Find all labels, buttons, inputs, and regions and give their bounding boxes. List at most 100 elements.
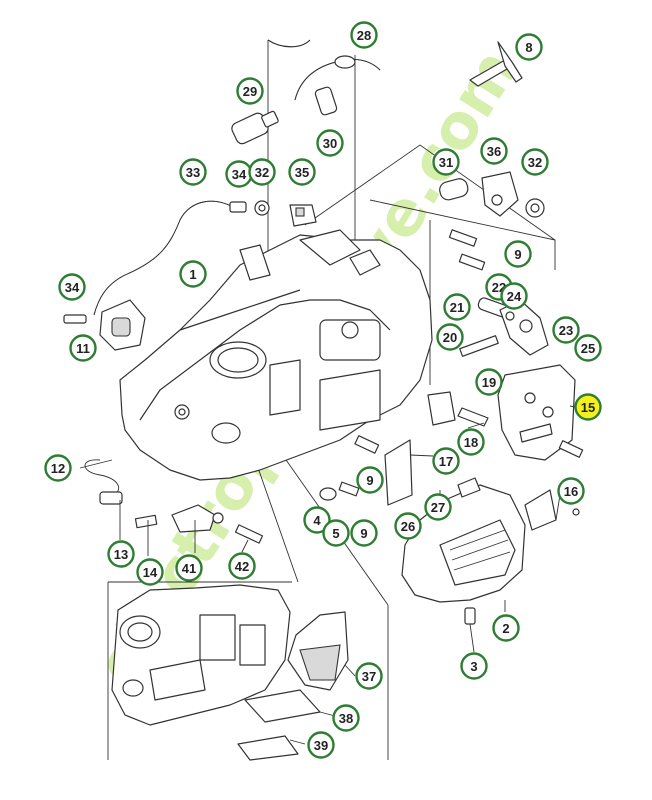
callout-circle [350, 519, 378, 547]
callout-circle [307, 731, 335, 759]
callout-3[interactable]: 3 [460, 652, 488, 680]
callout-circle [432, 447, 460, 475]
callout-circle [436, 323, 464, 351]
callout-9[interactable]: 9 [504, 240, 532, 268]
callout-label: 28 [357, 28, 371, 43]
callout-15[interactable]: 15 [574, 393, 602, 421]
callout-label: 18 [464, 435, 478, 450]
callout-label: 11 [76, 341, 90, 356]
callout-19[interactable]: 19 [475, 368, 503, 396]
callout-label: 1 [189, 267, 196, 282]
callout-label: 32 [255, 165, 269, 180]
callout-circle [574, 393, 602, 421]
buffer-41-42 [171, 504, 264, 544]
callout-circle [236, 77, 264, 105]
callout-circle [248, 158, 276, 186]
callout-41[interactable]: 41 [175, 554, 203, 582]
callout-28[interactable]: 28 [350, 21, 378, 49]
callout-36[interactable]: 36 [480, 137, 508, 165]
callout-label: 2 [502, 621, 509, 636]
callout-38[interactable]: 38 [332, 704, 360, 732]
callout-label: 19 [482, 375, 496, 390]
callout-circle [322, 519, 350, 547]
callout-circle [424, 493, 452, 521]
callout-12[interactable]: 12 [44, 454, 72, 482]
callout-8[interactable]: 8 [515, 33, 543, 61]
callout-39[interactable]: 39 [307, 731, 335, 759]
callout-16[interactable]: 16 [557, 477, 585, 505]
callout-20[interactable]: 20 [436, 323, 464, 351]
callout-25[interactable]: 25 [574, 334, 602, 362]
callout-circle [136, 558, 164, 586]
crankcase-body-1 [119, 229, 433, 481]
plate-17-16 [384, 439, 580, 531]
callout-26[interactable]: 26 [394, 512, 422, 540]
starter-cover-2 [401, 477, 526, 625]
callout-label: 23 [559, 323, 573, 338]
callout-11[interactable]: 11 [69, 334, 97, 362]
callout-1[interactable]: 1 [179, 260, 207, 288]
callout-42[interactable]: 42 [228, 552, 256, 580]
callout-31[interactable]: 31 [432, 148, 460, 176]
callout-9[interactable]: 9 [350, 519, 378, 547]
callout-37[interactable]: 37 [355, 662, 383, 690]
callout-35[interactable]: 35 [288, 158, 316, 186]
callout-circle [228, 552, 256, 580]
callout-label: 9 [366, 473, 373, 488]
callout-label: 31 [439, 155, 453, 170]
callout-33[interactable]: 33 [179, 158, 207, 186]
callout-2[interactable]: 2 [492, 614, 520, 642]
cover-plate-15 [497, 364, 584, 461]
callout-label: 37 [362, 669, 376, 684]
labels-38-39 [237, 689, 321, 761]
callout-4[interactable]: 4 [303, 506, 331, 534]
callout-circle [557, 477, 585, 505]
callout-23[interactable]: 23 [552, 316, 580, 344]
callout-29[interactable]: 29 [236, 77, 264, 105]
callout-13[interactable]: 13 [107, 540, 135, 568]
callout-24[interactable]: 24 [500, 282, 528, 310]
callout-label: 8 [525, 40, 532, 55]
callout-circle [475, 368, 503, 396]
callout-circle [303, 506, 331, 534]
parts-4-5-9 [319, 435, 380, 501]
callout-label: 4 [313, 513, 321, 528]
callout-circle [432, 148, 460, 176]
callout-27[interactable]: 27 [424, 493, 452, 521]
callout-circle [44, 454, 72, 482]
callout-label: 32 [528, 155, 542, 170]
callout-circle [457, 428, 485, 456]
spring-12 [84, 459, 123, 505]
callout-32[interactable]: 32 [521, 148, 549, 176]
callout-label: 17 [439, 454, 453, 469]
callout-5[interactable]: 5 [322, 519, 350, 547]
callout-label: 9 [514, 247, 521, 262]
clip-35 [289, 204, 317, 227]
callout-14[interactable]: 14 [136, 558, 164, 586]
chain-brake-22-23-24-25 [499, 299, 549, 356]
callout-32[interactable]: 32 [248, 158, 276, 186]
callout-30[interactable]: 30 [316, 129, 344, 157]
fuel-line-33 [63, 200, 270, 324]
callout-circle [350, 21, 378, 49]
callout-18[interactable]: 18 [457, 428, 485, 456]
callout-label: 3 [470, 659, 477, 674]
callout-label: 29 [243, 84, 257, 99]
callout-circle [504, 240, 532, 268]
callout-21[interactable]: 21 [443, 293, 471, 321]
callout-circle [443, 293, 471, 321]
callout-9[interactable]: 9 [356, 466, 384, 494]
callout-label: 13 [114, 547, 128, 562]
callout-label: 34 [232, 167, 247, 182]
top-fuel-hose-29-30 [231, 39, 381, 145]
callout-17[interactable]: 17 [432, 447, 460, 475]
callout-circle [356, 466, 384, 494]
callout-circle [316, 129, 344, 157]
callout-label: 30 [323, 136, 337, 151]
callout-34[interactable]: 34 [225, 160, 253, 188]
callout-label: 34 [65, 280, 80, 295]
callout-label: 12 [51, 461, 65, 476]
callout-label: 35 [295, 165, 309, 180]
callout-34[interactable]: 34 [58, 273, 86, 301]
